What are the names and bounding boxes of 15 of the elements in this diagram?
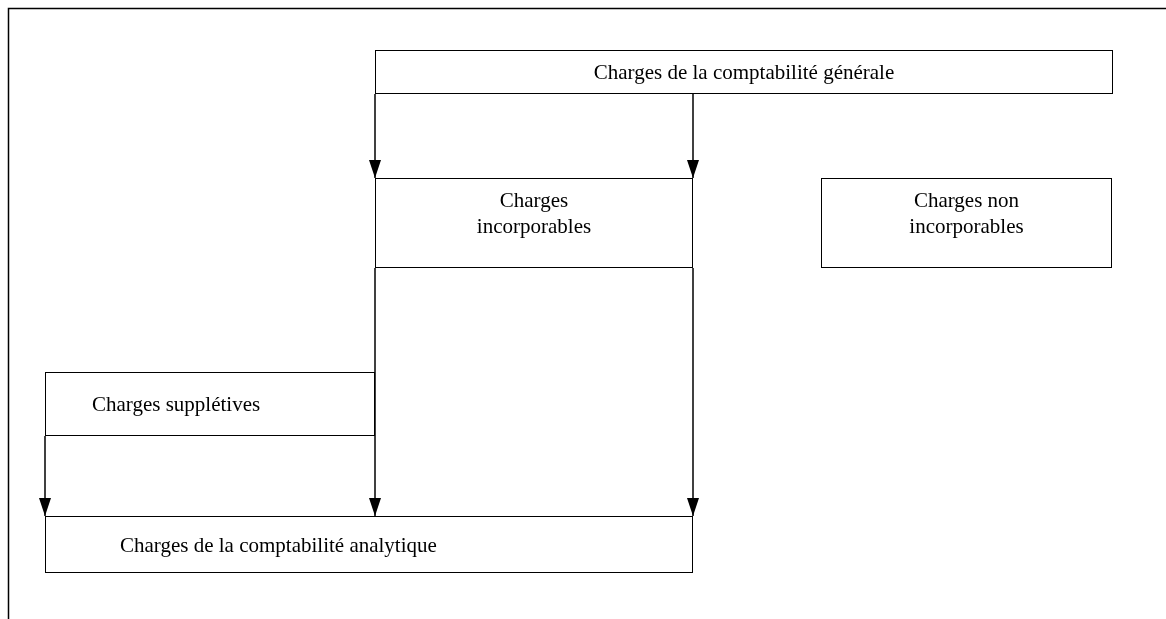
- box-label: Charges incorporables: [475, 187, 593, 239]
- arrow: [369, 93, 381, 179]
- process-box: [45, 516, 693, 573]
- arrow: [369, 267, 381, 517]
- box-label: Charges de la comptabilité analytique: [120, 531, 437, 558]
- box-label: Charges non incorporables: [908, 187, 1025, 239]
- arrow: [687, 93, 699, 179]
- process-box: [375, 178, 693, 268]
- box-label: Charges de la comptabilité générale: [593, 59, 895, 85]
- arrow: [39, 435, 51, 517]
- process-box: [375, 50, 1113, 94]
- box-label: Charges supplétives: [92, 391, 261, 417]
- process-box: [821, 178, 1112, 268]
- process-box: [45, 372, 375, 436]
- arrow: [687, 267, 699, 517]
